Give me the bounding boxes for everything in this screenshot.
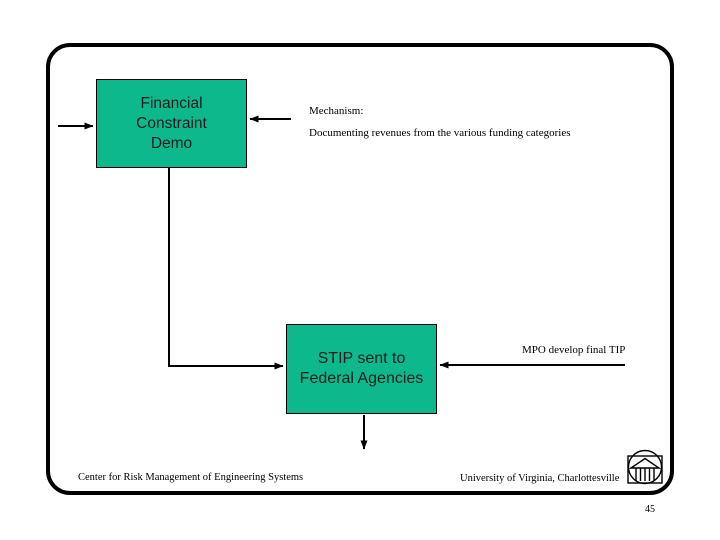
mechanism-title: Mechanism: [309,105,364,117]
financial-box-line1: Financial [140,94,203,112]
stip-sent-to-federal-agencies-box: STIP sent to Federal Agencies [286,324,437,414]
stip-box-line1: STIP sent to [317,349,406,367]
rotunda-columns [635,468,655,481]
rotunda-pediment [628,457,662,469]
uva-rotunda-icon [627,449,663,485]
footer-left-text: Center for Risk Management of Engineerin… [78,472,304,483]
slide-border-frame [46,43,674,495]
rotunda-building-outline [627,455,663,484]
financial-constraint-demo-box: Financial Constraint Demo [96,79,247,168]
footer-right-text: University of Virginia, Charlottesville [460,473,620,484]
financial-box-line2: Constraint [136,114,207,132]
mpo-develop-final-tip-label: MPO develop final TIP [522,344,626,356]
mechanism-body: Documenting revenues from the various fu… [309,127,571,139]
page-number: 45 [645,504,655,515]
stip-box-line2: Federal Agencies [299,370,424,387]
financial-box-line3: Demo [150,134,193,152]
